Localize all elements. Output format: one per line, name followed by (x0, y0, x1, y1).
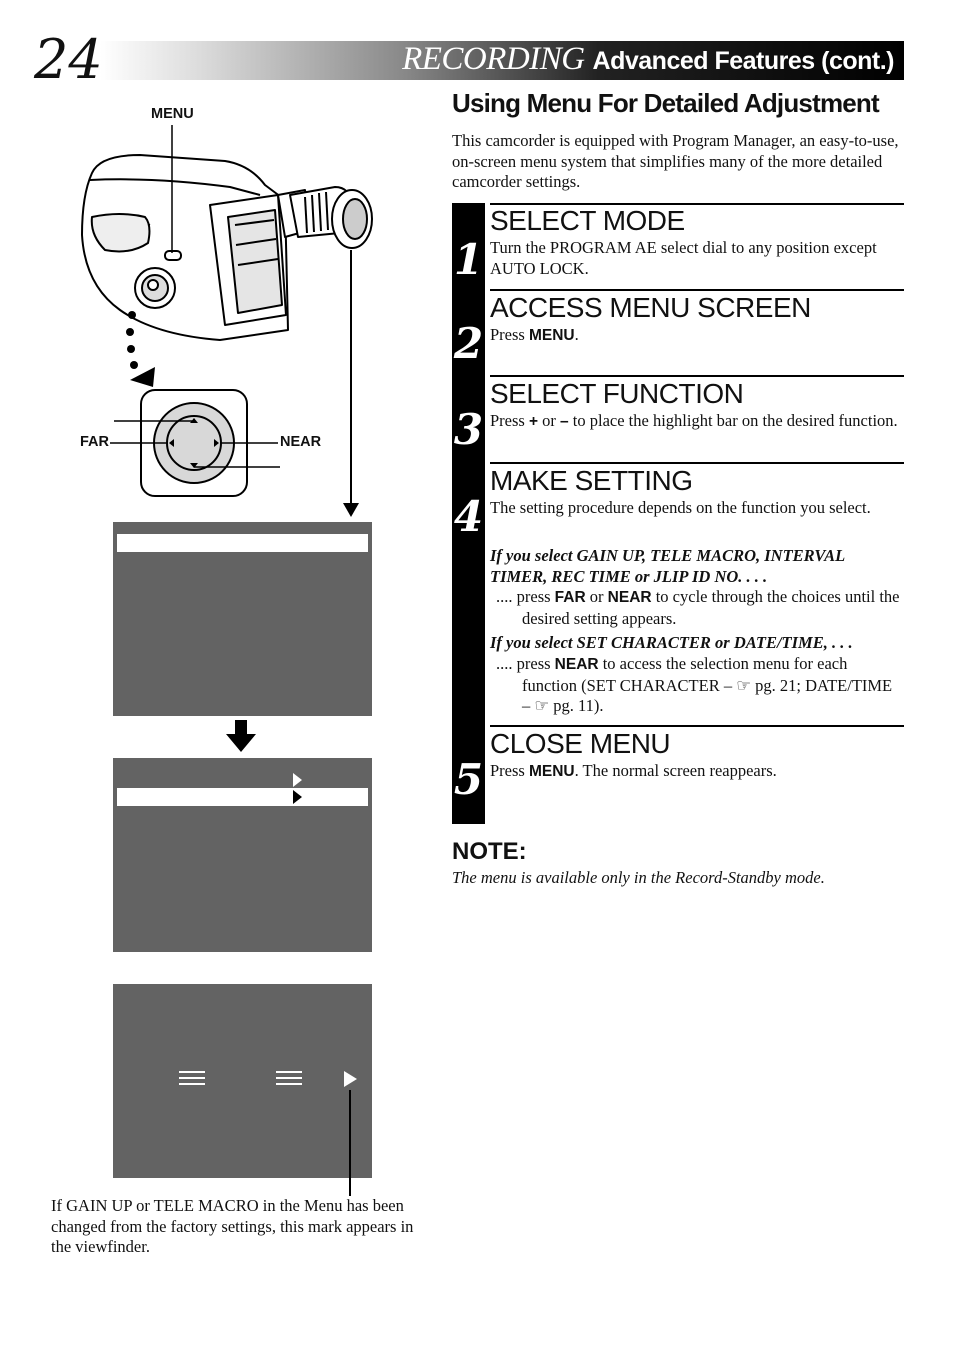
far-label: FAR (80, 434, 109, 450)
text-run: Press (490, 325, 529, 344)
step-number-4: 4 (453, 492, 484, 541)
triangle-right-icon (293, 773, 302, 787)
figure-caption: If GAIN UP or TELE MACRO in the Menu has… (51, 1196, 414, 1256)
menu-label: MENU (151, 106, 194, 122)
highlight-bar (117, 788, 368, 806)
text-bold: NEAR (607, 589, 652, 606)
step-number-1: 1 (453, 235, 484, 284)
text-bold: MENU (528, 327, 575, 344)
step-bar (452, 203, 485, 824)
text-run: or (538, 411, 561, 430)
step-sub-2: If you select SET CHARACTER or DATE/TIME… (490, 633, 853, 652)
text-run: .... press (496, 654, 555, 673)
menu-lines-icon (276, 1071, 302, 1085)
text-run: to access the selection menu for each fu… (522, 654, 893, 715)
text-run: . The normal screen reappears. (574, 761, 777, 780)
step-text-4: The setting procedure depends on the fun… (490, 498, 871, 517)
step-rule (490, 289, 904, 291)
near-label: NEAR (280, 434, 322, 450)
viewfinder-screen (113, 984, 372, 1178)
step-text-1: Turn the PROGRAM AE select dial to any p… (490, 238, 877, 278)
text-bold: FAR (554, 589, 586, 606)
callout-line (349, 1090, 351, 1196)
intro-text: This camcorder is equipped with Program … (452, 131, 899, 191)
step-title-5: CLOSE MENU (490, 728, 671, 759)
step-number-5: 5 (453, 755, 484, 804)
step-detail-1: .... press FAR or NEAR to cycle through … (496, 587, 904, 629)
text-run: to place the highlight bar on the desire… (568, 411, 898, 430)
camcorder-illustration (81, 125, 373, 517)
step-rule (490, 725, 904, 727)
note-text: The menu is available only in the Record… (452, 868, 825, 887)
text-run: Press (490, 761, 529, 780)
step-title-2: ACCESS MENU SCREEN (490, 292, 811, 323)
step-title-1: SELECT MODE (490, 205, 685, 236)
triangle-right-icon (293, 790, 302, 804)
page-number: 24 (34, 28, 103, 91)
step-sub-1: If you select GAIN UP, TELE MACRO, INTER… (490, 546, 845, 586)
menu-screen-2 (113, 758, 372, 952)
step-text-5: Press MENU. The normal screen reappears. (490, 761, 904, 783)
text-run: . (574, 325, 579, 344)
step-rule (490, 375, 904, 377)
step-text-3: Press + or – to place the highlight bar … (490, 411, 904, 433)
step-title-3: SELECT FUNCTION (490, 378, 744, 409)
step-title-4: MAKE SETTING (490, 465, 693, 496)
text-bold: + (528, 413, 539, 430)
section-title: Using Menu For Detailed Adjustment (452, 88, 880, 118)
step-rule (490, 462, 904, 464)
text-bold: MENU (528, 763, 575, 780)
step-rule (490, 203, 904, 205)
down-arrow-icon (226, 720, 256, 752)
menu-lines-icon (179, 1071, 205, 1085)
header-main: RECORDING (402, 41, 585, 77)
text-run: or (585, 587, 608, 606)
header-bar (100, 41, 904, 80)
text-run: .... press (496, 587, 555, 606)
step-number-2: 2 (453, 319, 484, 368)
step-detail-2: .... press NEAR to access the selection … (496, 654, 904, 717)
triangle-right-icon (344, 1071, 357, 1087)
note-title: NOTE: (452, 838, 527, 865)
text-run: Press (490, 411, 529, 430)
menu-screen-1 (113, 522, 372, 716)
header-sub: Advanced Features (cont.) (592, 47, 895, 75)
text-run: to cycle through the choices until the d… (522, 587, 900, 628)
step-text-2: Press MENU. (490, 325, 904, 347)
highlight-bar (117, 534, 368, 552)
control-pad-illustration (110, 389, 280, 497)
text-bold: NEAR (554, 656, 599, 673)
text-bold: – (560, 413, 569, 430)
step-number-3: 3 (453, 405, 484, 454)
